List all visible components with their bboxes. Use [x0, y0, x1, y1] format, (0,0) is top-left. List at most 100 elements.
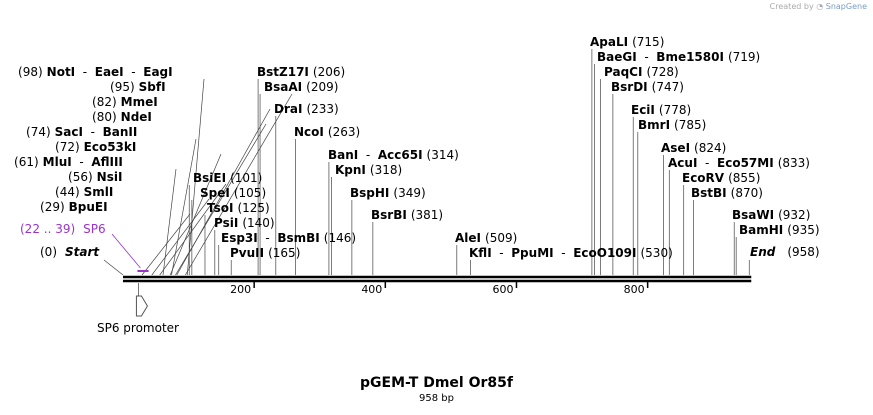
restriction-site[interactable]: EcoRV855 [682, 171, 760, 185]
restriction-site[interactable]: BmrI785 [638, 118, 706, 132]
enzyme-name: EciI [631, 103, 655, 117]
enzyme-separator: - [491, 246, 512, 260]
enzyme-name: AseI [661, 141, 691, 155]
enzyme-name: PaqCI [604, 65, 643, 79]
site-position: 719 [728, 50, 760, 64]
site-leader-line [169, 153, 222, 276]
enzyme-name: TsoI [207, 201, 234, 215]
restriction-site[interactable]: BamHI935 [739, 223, 820, 237]
enzyme-name: EaeI [94, 65, 124, 79]
restriction-site[interactable]: PsiI140 [214, 216, 275, 230]
enzyme-name: NcoI [294, 125, 324, 139]
restriction-site[interactable]: Esp3I - BsmBI146 [221, 231, 356, 245]
restriction-site[interactable]: 72Eco53kI [55, 140, 136, 154]
restriction-site[interactable]: 56NsiI [68, 170, 122, 184]
enzyme-name: BstBI [691, 186, 727, 200]
restriction-site[interactable]: 80NdeI [92, 110, 152, 124]
sequence-end: End(958) [750, 245, 820, 259]
enzyme-name: EagI [143, 65, 173, 79]
restriction-site[interactable]: BstBI 870 [691, 186, 763, 200]
start-label: Start [65, 245, 100, 259]
start-position: (0) [40, 245, 57, 259]
primer-sp6[interactable]: (22 .. 39)SP6 [20, 222, 106, 236]
restriction-site[interactable]: BsrDI747 [611, 80, 684, 94]
site-position: 101 [230, 171, 262, 185]
site-position: 29 [40, 200, 65, 214]
restriction-site[interactable]: 98NotI - EaeI - EagI [18, 65, 173, 79]
enzyme-name: BsaAI [264, 80, 303, 94]
restriction-site[interactable]: BaeGI - Bme1580I719 [597, 50, 760, 64]
restriction-site[interactable]: AseI824 [661, 141, 726, 155]
restriction-site[interactable]: AleI509 [455, 231, 517, 245]
enzyme-separator: - [636, 50, 657, 64]
restriction-site[interactable]: KflI - PpuMI - EcoO109I530 [469, 246, 673, 260]
restriction-site[interactable]: BstZ17I 206 [257, 65, 345, 79]
restriction-site[interactable]: 61MluI - AflIII [14, 155, 123, 169]
site-position: 381 [411, 208, 443, 222]
primer-name: SP6 [83, 222, 106, 236]
restriction-site[interactable]: NcoI263 [294, 125, 360, 139]
site-position: 935 [787, 223, 819, 237]
restriction-site[interactable]: BspHI349 [350, 186, 426, 200]
restriction-site[interactable]: SpeI105 [200, 186, 266, 200]
enzyme-separator: - [358, 148, 378, 162]
enzyme-name: Esp3I [221, 231, 258, 245]
restriction-site[interactable]: 74SacI - BanII [26, 125, 137, 139]
enzyme-name: BspHI [350, 186, 390, 200]
site-position: 61 [14, 155, 39, 169]
primer-leader-line [111, 233, 141, 269]
site-leader-line [175, 123, 267, 276]
restriction-site[interactable]: BsaWI932 [732, 208, 810, 222]
restriction-site[interactable]: PaqCI728 [604, 65, 679, 79]
restriction-site[interactable]: BsrBI381 [371, 208, 443, 222]
site-position: 146 [324, 231, 356, 245]
enzyme-name: BmrI [638, 118, 671, 132]
enzyme-name: ApaLI [590, 35, 629, 49]
feature-sp6-promoter[interactable]: SP6 promoter [97, 321, 179, 335]
site-position: 56 [68, 170, 93, 184]
enzyme-name: BstZ17I [257, 65, 309, 79]
credit-brand: SnapGene [825, 2, 867, 11]
site-position: 349 [393, 186, 425, 200]
enzyme-separator: - [697, 156, 718, 170]
ruler-tick-label: 200 [230, 283, 252, 296]
enzyme-name: SacI [54, 125, 83, 139]
enzyme-name: BsrDI [611, 80, 648, 94]
restriction-site[interactable]: TsoI125 [207, 201, 270, 215]
site-leader-line [171, 138, 197, 276]
restriction-site[interactable]: 82MmeI [92, 95, 158, 109]
enzyme-name: PpuMI [511, 246, 554, 260]
restriction-site[interactable]: 44SmlI [55, 185, 113, 199]
enzyme-name: BanI [328, 148, 359, 162]
enzyme-name: Eco53kI [83, 140, 137, 154]
restriction-site[interactable]: BsiEI101 [193, 171, 262, 185]
enzyme-name: PvuII [230, 246, 265, 260]
site-position: 855 [728, 171, 760, 185]
site-position: 165 [268, 246, 300, 260]
ruler-tick-label: 600 [492, 283, 514, 296]
restriction-site[interactable]: EciI778 [631, 103, 691, 117]
site-position: 105 [234, 186, 266, 200]
restriction-site[interactable]: BanI - Acc65I314 [328, 148, 459, 162]
site-position: 44 [55, 185, 80, 199]
enzyme-name: EcoO109I [573, 246, 637, 260]
enzyme-name: MmeI [120, 95, 158, 109]
restriction-site[interactable]: PvuII165 [230, 246, 300, 260]
enzyme-name: KpnI [335, 163, 366, 177]
restriction-site[interactable]: DraI233 [274, 102, 339, 116]
site-position: 870 [731, 186, 763, 200]
site-position: 206 [313, 65, 345, 79]
restriction-site[interactable]: AcuI - Eco57MI833 [668, 156, 810, 170]
restriction-site[interactable]: KpnI318 [335, 163, 402, 177]
site-position: 233 [306, 102, 338, 116]
restriction-site[interactable]: BsaAI209 [264, 80, 338, 94]
enzyme-separator: - [257, 231, 278, 245]
enzyme-name: KflI [469, 246, 492, 260]
enzyme-separator: - [71, 155, 92, 169]
enzyme-name: BpuEI [68, 200, 108, 214]
restriction-site[interactable]: 29BpuEI [40, 200, 108, 214]
restriction-site[interactable]: ApaLI715 [590, 35, 664, 49]
enzyme-separator: - [123, 65, 144, 79]
site-position: 314 [427, 148, 459, 162]
restriction-site[interactable]: 95SbfI [110, 80, 166, 94]
